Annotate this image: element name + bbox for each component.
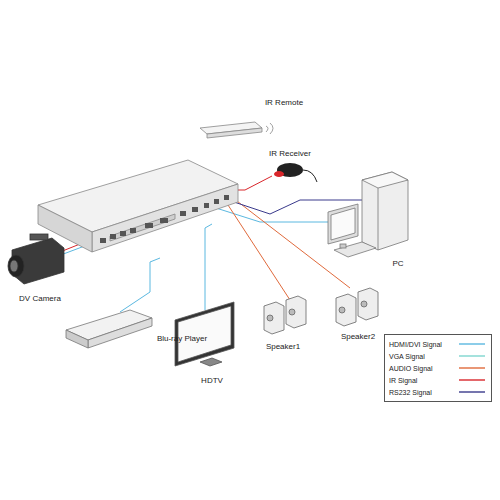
- speaker-node: Speaker2: [339, 331, 377, 342]
- speaker-2: [336, 288, 378, 326]
- legend-row: VGA Signal: [389, 350, 487, 362]
- legend-swatch: [457, 340, 487, 348]
- ir-remote: [200, 122, 273, 138]
- camera-node: DV Camera: [17, 293, 63, 304]
- matrix-switcher: [38, 160, 238, 252]
- pc-node: PC: [390, 258, 405, 269]
- ir-remote-node: IR Remote: [263, 97, 305, 108]
- vga-wire: [216, 208, 330, 222]
- legend-text: IR Signal: [389, 377, 457, 384]
- tv-node: HDTV: [199, 375, 225, 386]
- legend-row: HDMI/DVI Signal: [389, 338, 487, 350]
- hdmi-wire: [205, 224, 212, 310]
- device-label: IR Receiver: [269, 149, 311, 158]
- device-label: PC: [392, 259, 403, 268]
- legend-row: RS232 Signal: [389, 386, 487, 398]
- device-label: IR Remote: [265, 98, 303, 107]
- legend-swatch: [457, 388, 487, 396]
- legend-text: AUDIO Signal: [389, 365, 457, 372]
- legend-row: IR Signal: [389, 374, 487, 386]
- legend-row: AUDIO Signal: [389, 362, 487, 374]
- player-node: Blu-ray Player: [155, 333, 209, 344]
- speaker-node: Speaker1: [264, 341, 302, 352]
- device-label: Speaker2: [341, 332, 375, 341]
- legend-text: VGA Signal: [389, 353, 457, 360]
- legend-text: RS232 Signal: [389, 389, 457, 396]
- device-label: Blu-ray Player: [157, 334, 207, 343]
- audio-wire: [222, 200, 290, 300]
- legend-swatch: [457, 376, 487, 384]
- speaker-1: [264, 296, 306, 334]
- switcher-ports: [100, 195, 229, 243]
- legend-text: HDMI/DVI Signal: [389, 341, 457, 348]
- legend-swatch: [457, 352, 487, 360]
- device-label: DV Camera: [19, 294, 61, 303]
- hdmi-wire: [120, 258, 160, 312]
- pc: [328, 172, 408, 257]
- blu-ray-player: [66, 310, 152, 348]
- legend-box: HDMI/DVI SignalVGA SignalAUDIO Signal IR …: [384, 334, 492, 402]
- legend-swatch: [457, 364, 487, 372]
- ir-receiver-node: IR Receiver: [267, 148, 313, 159]
- device-label: HDTV: [201, 376, 223, 385]
- device-label: Speaker1: [266, 342, 300, 351]
- dv-camera: [8, 234, 64, 284]
- ir-receiver: [274, 163, 317, 182]
